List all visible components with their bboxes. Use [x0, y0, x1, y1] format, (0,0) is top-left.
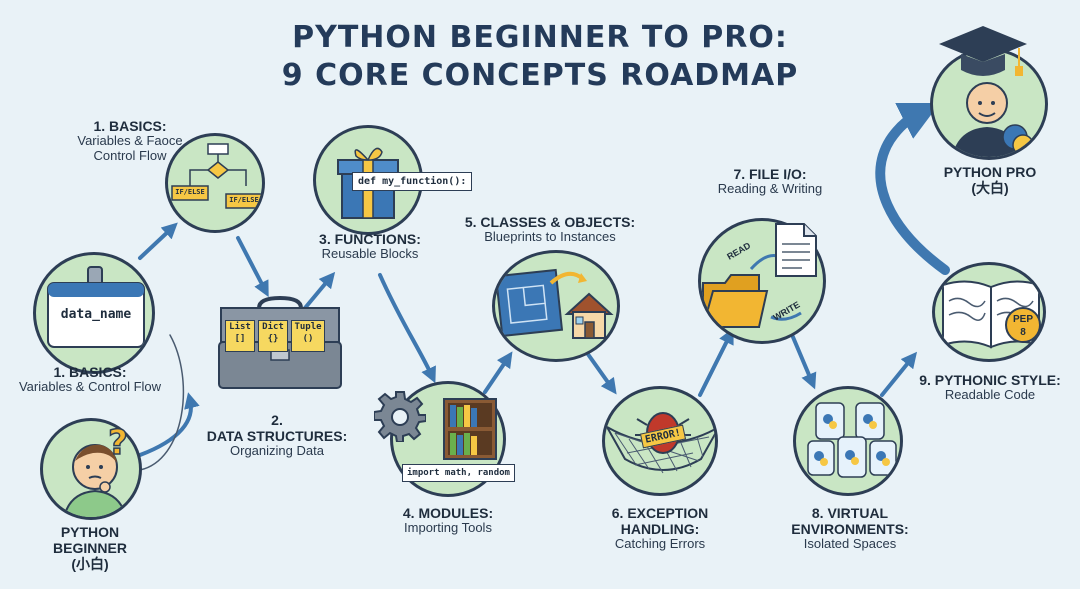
basics-tag-text: data_name [60, 307, 132, 322]
data-structures-subtitle: Organizing Data [230, 443, 324, 459]
arrow-basics-lower-to-upper [138, 222, 178, 260]
pythonic-subtitle: Readable Code [944, 387, 1036, 403]
modules-title: 4. MODULES: [402, 505, 494, 521]
arrow-classes-to-exceptions [583, 348, 617, 395]
graduation-avatar-icon [952, 82, 1034, 157]
beginner-title-line3: (小白) [71, 556, 109, 573]
data-slot-list: List [] [225, 320, 255, 352]
classes-title: 5. CLASSES & OBJECTS: [464, 214, 636, 230]
svg-text:?: ? [108, 423, 128, 462]
basics-upper-title: 1. BASICS: [93, 118, 167, 134]
modules-label: 4. MODULES: Importing Tools [380, 505, 516, 536]
basics-upper-subtitle-line1: Variables & Faoce [77, 133, 183, 149]
basics-lower-title: 1. BASICS: [53, 364, 127, 380]
pro-title-line2: (大白) [971, 180, 1009, 197]
question-mark-icon: ? [107, 422, 128, 462]
graduation-cap-icon [939, 26, 1027, 76]
decision-label-1: IF/ELSE [175, 188, 205, 196]
data-slot-dict-symbol: {} [267, 334, 279, 344]
fileio-title: 7. FILE I/O: [733, 166, 807, 182]
name-tag-icon [47, 266, 145, 348]
pythonic-label: 9. PYTHONIC STYLE: Readable Code [910, 372, 1070, 403]
venv-subtitle: Isolated Spaces [803, 536, 897, 552]
thinking-face-icon [63, 444, 127, 517]
classes-subtitle: Blueprints to Instances [484, 229, 616, 245]
pythonic-title: 9. PYTHONIC STYLE: [919, 372, 1061, 388]
exceptions-label: 6. EXCEPTION HANDLING: Catching Errors [580, 505, 740, 552]
basics-upper-node: IF/ELSE IF/ELSE [165, 133, 265, 233]
pep8-seal-line1: PEP [1012, 314, 1033, 325]
exceptions-title-line2: HANDLING: [620, 521, 700, 538]
basics-lower-node: data_name [33, 252, 155, 374]
arrow-basics-to-data [236, 236, 269, 298]
data-slot-dict-label: Dict [262, 322, 284, 332]
beginner-node [40, 418, 142, 520]
roadmap-title-line2: 9 CORE CONCEPTS ROADMAP [281, 58, 799, 93]
functions-label: 3. FUNCTIONS: Reusable Blocks [300, 231, 440, 262]
arrow-pythonic-to-pro [875, 103, 950, 275]
arrow-exceptions-to-fileio [698, 327, 734, 397]
blueprint-icon [495, 268, 587, 338]
functions-title: 3. FUNCTIONS: [319, 231, 421, 247]
data-slot-tuple: Tuple () [291, 320, 325, 352]
data-slot-list-symbol: [] [234, 334, 246, 344]
pro-label: PYTHON PRO (大白) [920, 164, 1060, 196]
pro-title-line1: PYTHON PRO [943, 164, 1037, 180]
beginner-title-line2: BEGINNER [53, 540, 127, 557]
venv-title-line2: ENVIRONMENTS: [791, 521, 909, 538]
data-slot-dict: Dict {} [258, 320, 288, 352]
gear-icon [374, 391, 426, 442]
fileio-subtitle: Reading & Writing [717, 181, 823, 197]
arrow-beginner-to-basics [138, 392, 200, 457]
bookshelf-icon [443, 398, 497, 460]
data-slot-list-label: List [229, 322, 251, 332]
venv-title-line1: 8. VIRTUAL [811, 505, 889, 521]
house-icon [564, 292, 614, 339]
decision-label-2: IF/ELSE [229, 196, 259, 204]
arrow-modules-to-classes [483, 351, 513, 394]
data-slot-tuple-label: Tuple [294, 322, 322, 332]
functions-code-tag: def my_function(): [352, 172, 473, 191]
pep8-seal: PEP 8 [1005, 307, 1041, 343]
venv-node [793, 386, 903, 496]
roadmap-title-line1: PYTHON BEGINNER TO PRO: [292, 20, 788, 55]
fileio-label: 7. FILE I/O: Reading & Writing [690, 166, 850, 197]
classes-label: 5. CLASSES & OBJECTS: Blueprints to Inst… [455, 214, 645, 245]
document-icon [775, 223, 817, 277]
exceptions-subtitle: Catching Errors [614, 536, 706, 552]
data-structures-title-line2: DATA STRUCTURES: [206, 428, 348, 445]
modules-code-tag: import math, random [402, 464, 515, 482]
venv-label: 8. VIRTUAL ENVIRONMENTS: Isolated Spaces [770, 505, 930, 552]
basics-upper-subtitle-line2: Control Flow [93, 148, 167, 164]
basics-lower-label: 1. BASICS: Variables & Control Flow [10, 364, 170, 395]
beginner-label: PYTHON BEGINNER (小白) [40, 524, 140, 572]
pep8-seal-line2: 8 [1020, 327, 1026, 338]
data-slot-tuple-symbol: () [302, 334, 314, 344]
exceptions-title-line1: 6. EXCEPTION [611, 505, 709, 521]
basics-upper-label: 1. BASICS: Variables & Faoce Control Flo… [60, 118, 200, 164]
data-structures-title-line1: 2. [271, 412, 283, 428]
flowchart-icon [171, 143, 262, 209]
arrow-venv-to-pythonic [880, 351, 918, 397]
functions-subtitle: Reusable Blocks [321, 246, 419, 262]
beginner-title-line1: PYTHON [60, 524, 120, 540]
basics-lower-subtitle: Variables & Control Flow [18, 379, 162, 395]
exceptions-node: ERROR! [602, 386, 718, 496]
modules-subtitle: Importing Tools [404, 520, 492, 536]
python-jar-icon [807, 402, 897, 478]
arrow-fileio-to-venv [788, 328, 817, 390]
data-structures-label: 2. DATA STRUCTURES: Organizing Data [192, 412, 362, 459]
arrow-functions-to-modules [378, 273, 436, 384]
arrow-data-to-functions [303, 271, 336, 310]
connector-beginner-basics [139, 334, 185, 471]
